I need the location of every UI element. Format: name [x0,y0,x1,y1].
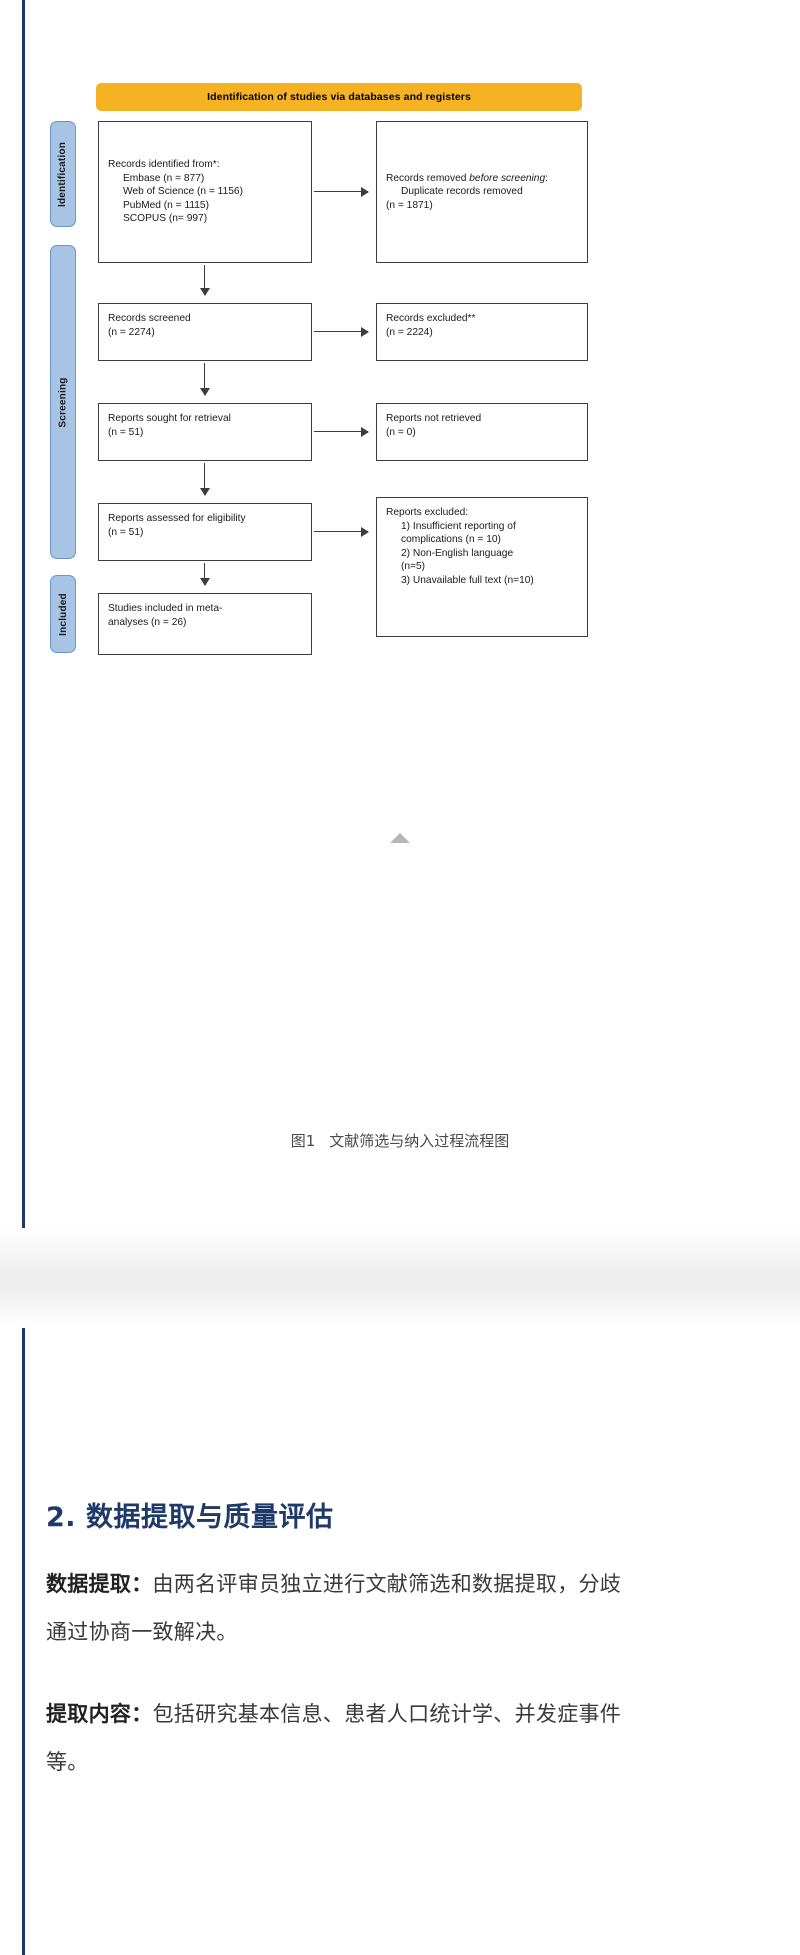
stage-label-screening: Screening [50,245,76,559]
paragraph-text-data-extraction: 由两名评审员独立进行文献筛选和数据提取，分歧通过协商一致解决。 [46,1572,622,1644]
records-identified-item-embase: Embase (n = 877) [123,172,205,184]
figure-caption-text: 文献筛选与纳入过程流程图 [329,1132,510,1150]
article-body: 2. 数据提取与质量评估 数据提取：由两名评审员独立进行文献筛选和数据提取，分歧… [46,1495,626,1820]
box-studies-included: Studies included in meta- analyses (n = … [98,593,312,655]
figure-banner: Identification of studies via databases … [96,83,582,111]
chevron-up-icon [390,833,410,843]
reports-excluded-reason-2b: (n=5) [401,561,426,573]
prisma-diagram: Identification of studies via databases … [46,75,592,745]
box-records-removed: Records removed before screening: Duplic… [376,121,588,263]
box-records-screened: Records screened (n = 2274) [98,303,312,361]
paragraph-extraction-content: 提取内容：包括研究基本信息、患者人口统计学、并发症事件等。 [46,1690,626,1786]
arrow-sought-to-not-retrieved [314,425,369,439]
reports-sought-count: (n = 51) [108,426,144,438]
arrow-screened-to-sought [198,363,212,396]
records-screened-count: (n = 2274) [108,326,155,338]
arrow-identified-to-removed [314,185,369,199]
collapse-caret[interactable] [0,832,800,844]
reports-not-retrieved-title: Reports not retrieved [386,413,482,424]
records-identified-item-wos: Web of Science (n = 1156) [123,186,243,198]
arrow-sought-to-assessed [198,463,212,496]
stage-label-identification: Identification [50,121,76,227]
box-reports-excluded: Reports excluded: 1) Insufficient report… [376,497,588,637]
figure-caption-number: 图1 [290,1132,316,1150]
section-heading: 2. 数据提取与质量评估 [46,1502,334,1533]
stage-label-included-text: Included [57,592,69,636]
reports-not-retrieved-count: (n = 0) [386,426,416,438]
records-identified-item-pubmed: PubMed (n = 1115) [123,199,209,211]
reports-excluded-reason-1b: complications (n = 10) [401,534,501,546]
paragraph-text-extraction-content: 包括研究基本信息、患者人口统计学、并发症事件等。 [46,1702,622,1774]
box-records-excluded: Records excluded** (n = 2224) [376,303,588,361]
stage-label-identification-text: Identification [57,141,69,207]
paragraph-label-extraction-content: 提取内容： [46,1702,153,1726]
records-removed-item-duplicates: Duplicate records removed [401,186,523,198]
records-removed-title-lead: Records removed [386,172,470,184]
records-removed-title-emphasis: before screening [469,172,546,184]
studies-included-count: analyses (n = 26) [108,616,187,628]
studies-included-title: Studies included in meta- [108,603,223,614]
records-screened-title: Records screened [108,313,191,324]
section-divider-band [0,1228,800,1328]
reports-excluded-reason-3: 3) Unavailable full text (n=10) [401,574,534,586]
paragraph-label-data-extraction: 数据提取： [46,1572,153,1596]
arrow-identified-to-screened [198,265,212,296]
box-reports-not-retrieved: Reports not retrieved (n = 0) [376,403,588,461]
arrow-assessed-to-excluded [314,525,369,539]
reports-excluded-title: Reports excluded: [386,507,469,518]
box-reports-assessed: Reports assessed for eligibility (n = 51… [98,503,312,561]
records-identified-title: Records identified from*: [108,159,220,171]
reports-assessed-count: (n = 51) [108,526,144,538]
arrow-assessed-to-included [198,563,212,586]
reports-excluded-reason-2a: 2) Non-English language [401,547,514,559]
records-removed-title: Records removed before screening: [386,172,578,186]
box-reports-sought: Reports sought for retrieval (n = 51) [98,403,312,461]
stage-label-included: Included [50,575,76,653]
records-removed-title-tail: : [545,172,548,184]
arrow-screened-to-excluded [314,325,369,339]
records-identified-item-scopus: SCOPUS (n= 997) [123,213,208,225]
records-excluded-title: Records excluded** [386,313,476,324]
reports-sought-title: Reports sought for retrieval [108,413,231,424]
reports-assessed-title: Reports assessed for eligibility [108,513,246,524]
records-removed-count: (n = 1871) [386,199,433,211]
paragraph-data-extraction: 数据提取：由两名评审员独立进行文献筛选和数据提取，分歧通过协商一致解决。 [46,1560,626,1656]
figure-caption: 图1 文献筛选与纳入过程流程图 [0,1130,800,1151]
records-excluded-count: (n = 2224) [386,326,433,338]
stage-label-screening-text: Screening [57,376,69,428]
left-accent-rule [22,0,25,1955]
box-records-identified: Records identified from*: Embase (n = 87… [98,121,312,263]
reports-excluded-reason-1a: 1) Insufficient reporting of [401,520,516,532]
